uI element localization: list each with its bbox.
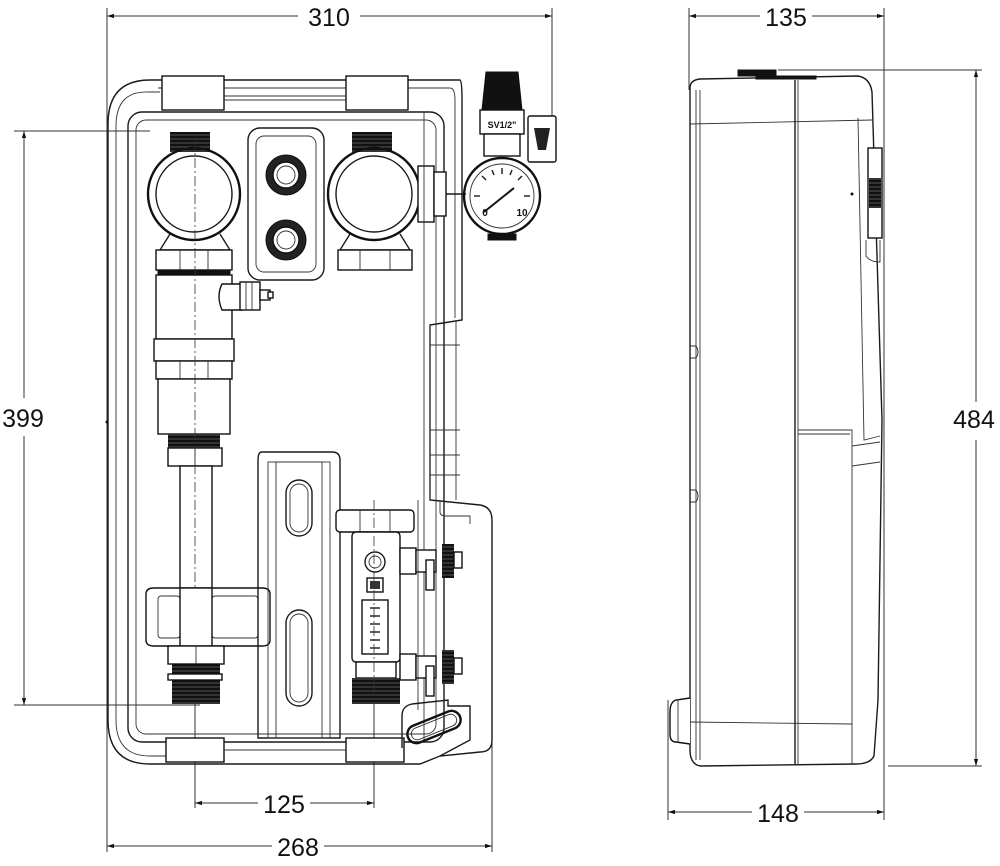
connection-thread-left xyxy=(172,680,220,704)
housing-corner-top-left xyxy=(115,91,160,127)
housing-outline xyxy=(107,79,493,765)
dimension-135: 135 xyxy=(689,4,884,32)
flow-meter-bottom-nut xyxy=(355,661,397,679)
thread-bottom-left xyxy=(172,664,220,674)
drain-valve-cap-lower xyxy=(442,650,454,684)
dimension-310: 310 xyxy=(107,4,552,32)
dimension-label-135: 135 xyxy=(765,4,807,32)
valve-body-right xyxy=(338,233,412,251)
bracket-outline xyxy=(257,451,341,739)
flow-meter-port xyxy=(364,551,386,573)
dimension-label-484: 484 xyxy=(953,406,995,434)
check-valve-frame xyxy=(247,127,325,281)
rear-clip-lower xyxy=(690,489,699,503)
air-vent xyxy=(218,281,274,311)
dimension-399: 399 xyxy=(2,131,44,705)
flow-meter-scale xyxy=(370,607,380,649)
ball-valve-left xyxy=(146,132,242,276)
flow-meter-assembly xyxy=(335,500,463,710)
mounting-plate-inner xyxy=(135,119,437,735)
housing-shell xyxy=(105,75,493,765)
side-view: 135 484 148 xyxy=(667,4,995,828)
bracket-plate xyxy=(257,451,341,739)
side-control-base xyxy=(865,240,881,263)
center-dot xyxy=(105,420,109,424)
valve-handle-ring-right xyxy=(326,146,422,242)
safety-valve-neck xyxy=(483,133,521,157)
outlet-thread-mark xyxy=(534,128,550,150)
pump-body-upper xyxy=(155,274,233,340)
side-housing-outline xyxy=(689,75,883,767)
dimension-label-310: 310 xyxy=(308,4,350,32)
side-lower-panel xyxy=(798,429,853,764)
pump-body-lower xyxy=(157,378,231,435)
gauge-ticks xyxy=(474,168,530,197)
air-vent-body xyxy=(218,283,243,311)
side-top-seam xyxy=(689,119,873,125)
side-front-panel-edge xyxy=(857,117,881,441)
mounting-plate xyxy=(127,111,445,743)
side-indicator-dot xyxy=(850,192,854,196)
drain-valve-upper xyxy=(399,544,463,591)
housing-inner-edge-left xyxy=(115,126,170,757)
mounting-slot-lower xyxy=(285,609,313,707)
side-housing xyxy=(669,69,883,767)
top-clip-left xyxy=(161,75,225,111)
dimension-label-268: 268 xyxy=(277,834,319,862)
dimension-484: 484 xyxy=(953,70,995,766)
dimension-125: 125 xyxy=(195,791,374,819)
union-nut-right xyxy=(337,249,413,271)
dimension-label-125: 125 xyxy=(263,791,305,819)
seal-ring-left xyxy=(157,269,231,276)
drain-valve-lower xyxy=(399,650,463,697)
drain-valve-cap-upper xyxy=(442,544,454,578)
valve-dial-left xyxy=(155,155,233,233)
housing-right-channel xyxy=(423,112,471,740)
valve-handle-ring-left xyxy=(146,146,242,242)
check-valve-block xyxy=(247,127,325,281)
valve-side-port xyxy=(417,165,435,223)
thread-top-right xyxy=(352,132,392,152)
pump-hex-nut xyxy=(155,360,233,380)
rear-clip-upper xyxy=(690,345,699,359)
side-bottom-port xyxy=(669,697,691,745)
valve-dial-right xyxy=(335,155,413,233)
housing-inner-edge-top xyxy=(158,87,456,318)
dimension-268: 268 xyxy=(107,834,492,862)
safety-group: SV1/2" 0 10 xyxy=(462,71,557,241)
air-vent-nut xyxy=(239,281,261,311)
top-clip-right xyxy=(345,75,409,111)
side-top-knob xyxy=(737,69,777,77)
pump-flange xyxy=(153,338,235,362)
hanger-slot xyxy=(406,709,462,745)
bottom-clip-right xyxy=(345,737,405,763)
connection-thread-right xyxy=(352,678,400,704)
gauge-stem xyxy=(487,233,517,241)
bottom-clip-left xyxy=(165,737,225,763)
flow-meter-sight-glass xyxy=(361,599,389,655)
dimension-label-148: 148 xyxy=(757,800,799,828)
safety-valve-label: SV1/2" xyxy=(488,120,517,130)
dimension-label-399: 399 xyxy=(2,405,44,433)
mounting-slot-upper xyxy=(285,479,313,537)
gauge-needle xyxy=(483,187,515,213)
safety-valve-cap xyxy=(481,71,523,111)
hanger-outline xyxy=(401,699,471,757)
gauge-max-label: 10 xyxy=(516,208,528,219)
hanger-bracket xyxy=(401,699,471,757)
union-nut-left xyxy=(155,249,233,271)
side-bottom-seam xyxy=(689,721,853,725)
gauge-min-label: 0 xyxy=(482,208,488,219)
front-view: 310 399 125 268 xyxy=(2,4,557,862)
thread-pump-bottom xyxy=(168,434,220,448)
side-top-strip xyxy=(755,75,817,80)
thread-top-left xyxy=(170,132,210,152)
pump-column xyxy=(145,140,274,704)
drain-valve-lever-lower xyxy=(425,665,435,697)
drain-valve-lever-upper xyxy=(425,559,435,591)
flow-meter-top-nut xyxy=(335,509,415,533)
ball-valve-right xyxy=(326,132,466,271)
dimension-148: 148 xyxy=(668,800,884,828)
